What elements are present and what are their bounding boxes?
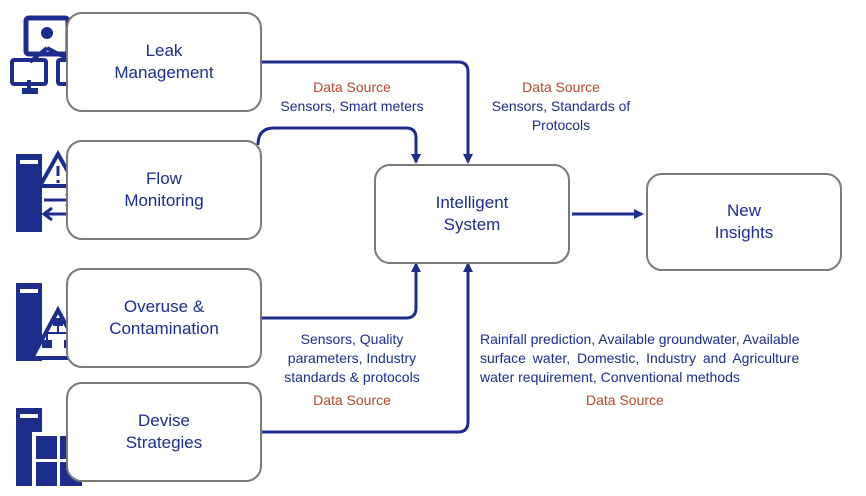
overuse-source-line1: Sensors, Quality [300,331,404,347]
leak-management-line2: Management [114,63,214,82]
flow-monitoring-line2: Monitoring [124,191,204,210]
overuse-source-line2: parameters, Industry [287,350,417,366]
leak-data-source-label: Data Source Sensors, Smart meters [262,78,442,116]
leak-data-source-text: Sensors, Smart meters [280,98,424,114]
new-insights-line1: New [726,201,761,220]
new-insights-box: New Insights [646,173,842,271]
top-data-source-line2: Protocols [531,117,591,133]
leak-management-box: Leak Management [66,12,262,112]
flow-monitoring-box: Flow Monitoring [66,140,262,240]
server-warning-icon [16,149,80,232]
devise-strategies-line2: Strategies [125,433,203,452]
rainfall-source-line2: surface water, Domestic, Industry and Ag… [480,350,800,366]
intelligent-system-box: Intelligent System [374,164,570,264]
leak-data-source-title: Data Source [313,79,391,95]
top-data-source-line1: Sensors, Standards of [491,98,631,114]
devise-strategies-box: Devise Strategies [66,382,262,482]
arrow-overuse-to-system [262,262,421,320]
overuse-data-source-label: Sensors, Quality parameters, Industry st… [266,330,438,410]
overuse-source-line3: standards & protocols [284,369,420,385]
top-data-source-title: Data Source [522,79,600,95]
intelligent-system-line1: Intelligent [435,193,509,212]
rainfall-data-source-title: Data Source [586,392,664,408]
new-insights-line2: Insights [714,223,774,242]
arrow-flow-to-system [256,126,421,164]
flow-monitoring-line1: Flow [146,169,182,188]
devise-strategies-line1: Devise [138,411,190,430]
rainfall-source-line3: water requirement, Conventional methods [480,369,740,385]
rainfall-source-line1: Rainfall prediction, Available groundwat… [480,331,800,347]
overuse-contamination-box: Overuse & Contamination [66,268,262,368]
intelligent-system-line2: System [443,215,501,234]
overuse-contamination-line2: Contamination [109,319,219,338]
overuse-data-source-title: Data Source [313,392,391,408]
arrow-leak-to-system [262,60,473,164]
overuse-contamination-line1: Overuse & [123,297,205,316]
top-data-source-label: Data Source Sensors, Standards of Protoc… [478,78,644,135]
arrow-devise-to-system [262,262,473,434]
rainfall-data-source-label: Rainfall prediction, Available groundwat… [480,330,864,410]
leak-management-line1: Leak [145,41,183,60]
